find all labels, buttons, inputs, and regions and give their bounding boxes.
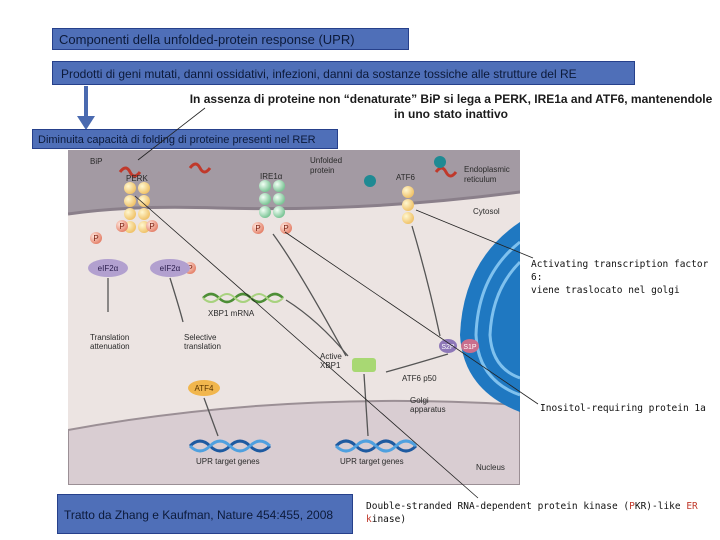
bip-molecules [118, 156, 458, 187]
svg-text:P: P [187, 264, 192, 273]
active-xbp1-label-2: XBP1 [320, 361, 341, 370]
bip-note-line2: in uno stato inattivo [394, 107, 508, 121]
eif2a-proteins: eIF2α eIF2α [88, 259, 190, 277]
svg-text:eIF2α: eIF2α [160, 264, 181, 273]
svg-text:S1P: S1P [463, 344, 477, 351]
perk-annotation-P: P [629, 501, 635, 512]
upr-figure: P P P P P P eIF2α eIF2α ATF4 S2P S1P [68, 150, 520, 485]
citation-text: Tratto da Zhang e Kaufman, Nature 454:45… [64, 508, 334, 522]
upr-genes-label-1: UPR target genes [196, 457, 260, 466]
er-membrane [68, 190, 520, 216]
perk-annotation-ER: ER [686, 501, 698, 512]
perk-annotation-mid: KR)-like [634, 501, 687, 512]
active-xbp1-protein [352, 358, 376, 372]
svg-text:ATF4: ATF4 [195, 384, 215, 393]
atf6-annotation-line2: viene traslocato nel golgi [531, 285, 680, 296]
atf6-label: ATF6 [396, 173, 416, 182]
s2p-protease [439, 339, 457, 353]
cytosol-label: Cytosol [473, 207, 500, 216]
atf6-p50-label: ATF6 p50 [402, 374, 437, 383]
unfolded-label-1: Unfolded [310, 156, 342, 165]
svg-text:eIF2α: eIF2α [98, 264, 119, 273]
causes-text: Prodotti di geni mutati, danni ossidativ… [61, 67, 577, 81]
perk-annotation-k: k [366, 514, 372, 525]
perk-label: PERK [126, 174, 148, 183]
perk-annotation-prefix: Double-stranded RNA-dependent protein ki… [366, 501, 630, 512]
svg-text:P: P [255, 224, 260, 233]
ire1-receptor [259, 180, 285, 218]
xbp1-mrna-label: XBP1 mRNA [208, 309, 255, 318]
translation-attenuation-1: Translation [90, 333, 129, 342]
causes-box: Prodotti di geni mutati, danni ossidativ… [52, 61, 635, 85]
atf4-protein [188, 380, 220, 396]
ire1-annotation: Inositol-requiring protein 1a [540, 402, 706, 415]
nucleus-label: Nucleus [476, 463, 505, 472]
selective-translation-1: Selective [184, 333, 217, 342]
svg-text:P: P [149, 222, 154, 231]
svg-text:P: P [283, 224, 288, 233]
folding-box: Diminuita capacità di folding di protein… [32, 129, 338, 149]
page-title: Componenti della unfolded-protein respon… [59, 32, 355, 47]
title-box: Componenti della unfolded-protein respon… [52, 28, 409, 50]
atf6-receptor [402, 186, 414, 224]
xbp1-mrna [202, 292, 284, 304]
svg-text:S2P: S2P [441, 344, 455, 351]
perk-annotation: Double-stranded RNA-dependent protein ki… [366, 500, 720, 526]
er-label-2: reticulum [464, 175, 497, 184]
perk-annotation-end: inase) [371, 514, 407, 525]
selective-translation-2: translation [184, 342, 221, 351]
er-lumen [68, 150, 520, 214]
svg-text:P: P [93, 234, 98, 243]
unfolded-label-2: protein [310, 166, 334, 175]
s1p-protease [461, 339, 479, 353]
upr-genes-label-2: UPR target genes [340, 457, 404, 466]
bip-note-line1: In assenza di proteine non “denaturate” … [189, 92, 713, 106]
down-arrow-icon [77, 86, 95, 130]
bip-note: In assenza di proteine non “denaturate” … [186, 92, 716, 122]
golgi-apparatus [460, 222, 520, 412]
atf6-annotation: Activating transcription factor 6: viene… [531, 258, 720, 297]
pathway-arrows [107, 225, 449, 437]
svg-text:P: P [119, 222, 124, 231]
er-label-1: Endoplasmic [464, 165, 510, 174]
golgi-label-2: apparatus [410, 405, 446, 414]
ire1a-label: IRE1α [260, 172, 283, 181]
folding-text: Diminuita capacità di folding di protein… [38, 134, 316, 146]
translation-attenuation-2: attenuation [90, 342, 130, 351]
citation-box: Tratto da Zhang e Kaufman, Nature 454:45… [57, 494, 353, 534]
ire1-annotation-text: Inositol-requiring protein 1a [540, 403, 706, 414]
golgi-label-1: Golgi [410, 396, 429, 405]
bip-label: BiP [90, 157, 102, 166]
active-xbp1-label-1: Active [320, 352, 342, 361]
atf6-annotation-line1: Activating transcription factor 6: [531, 259, 709, 283]
